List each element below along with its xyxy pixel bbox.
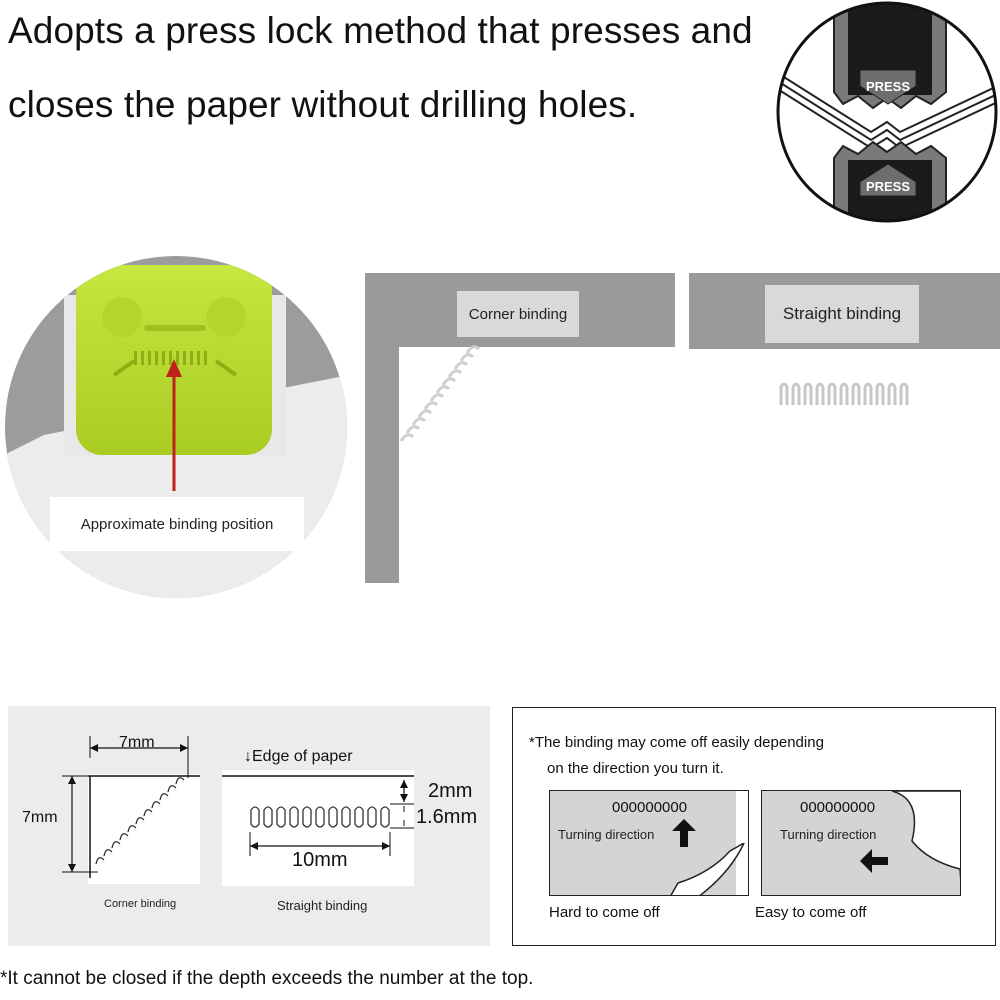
- paper-sheet: [689, 349, 1000, 583]
- easy-example-number: 000000000: [800, 799, 876, 816]
- binding-position-caption-box: Approximate binding position: [50, 497, 304, 551]
- easy-example-result: Easy to come off: [755, 904, 867, 921]
- stapler-photo: Approximate binding position: [4, 255, 349, 600]
- easy-example-direction: Turning direction: [780, 827, 877, 842]
- corner-width-label: 7mm: [119, 734, 155, 751]
- arrow-up-icon: [672, 819, 696, 847]
- headline-line-1: Adopts a press lock method that presses …: [8, 10, 753, 51]
- curled-page-icon: [892, 791, 960, 880]
- edge-of-paper-label: ↓Edge of paper: [244, 748, 353, 765]
- headline-line-2: closes the paper without drilling holes.: [8, 84, 638, 125]
- press-top-label: PRESS: [866, 79, 910, 94]
- curled-page-icon: [670, 843, 745, 895]
- hard-example-result: Hard to come off: [549, 904, 660, 921]
- direction-note-line-1: *The binding may come off easily dependi…: [529, 734, 824, 751]
- footnote: *It cannot be closed if the depth exceed…: [0, 968, 534, 989]
- corner-height-label: 7mm: [22, 809, 58, 826]
- corner-binding-sample: Corner binding: [365, 273, 675, 583]
- hard-example-direction: Turning direction: [558, 827, 655, 842]
- press-lock-diagram: PRESS PRESS: [776, 1, 998, 223]
- dimensions-panel: 7mm 7mm Corner binding ↓Edge of paper 2m…: [8, 706, 490, 946]
- corner-binding-marks: [399, 345, 481, 442]
- direction-note-line-2: on the direction you turn it.: [547, 760, 724, 777]
- straight-binding-marks: [779, 382, 909, 405]
- direction-note-panel: *The binding may come off easily dependi…: [512, 707, 996, 946]
- straight-diagram-box: [222, 770, 414, 886]
- straight-binding-label: Straight binding: [782, 304, 902, 323]
- dimension-drawings: [62, 736, 414, 878]
- hard-example-card: 000000000 Turning direction: [549, 790, 749, 896]
- corner-binding-label-box: Corner binding: [457, 291, 579, 337]
- depth-outer-label: 2mm: [428, 780, 473, 802]
- corner-diagram-box: [88, 774, 200, 884]
- press-bottom-label: PRESS: [866, 179, 910, 194]
- easy-example-card: 000000000 Turning direction: [761, 790, 961, 896]
- corner-binding-label: Corner binding: [468, 305, 568, 323]
- hard-example-number: 000000000: [612, 799, 688, 816]
- binding-position-caption: Approximate binding position: [80, 515, 274, 533]
- straight-binding-sample: Straight binding: [689, 273, 1000, 583]
- depth-inner-label: 1.6mm: [416, 806, 478, 828]
- straight-binding-label-box: Straight binding: [765, 285, 919, 343]
- corner-binding-caption: Corner binding: [104, 898, 177, 910]
- length-label: 10mm: [292, 849, 348, 871]
- arrow-left-icon: [860, 849, 888, 873]
- straight-binding-caption: Straight binding: [277, 898, 368, 913]
